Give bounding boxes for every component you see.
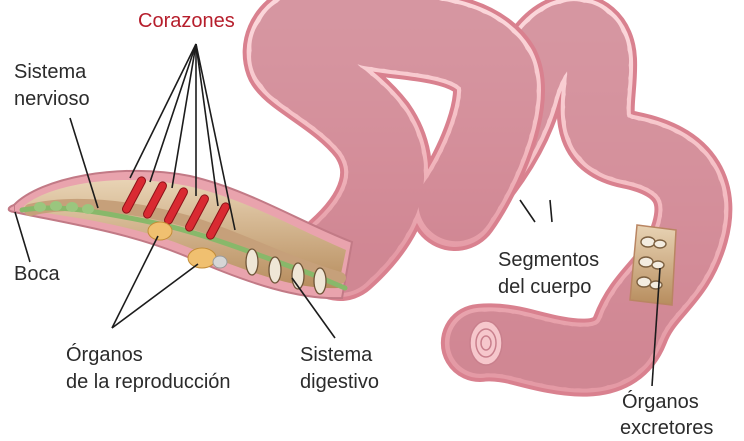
label-hearts: Corazones bbox=[138, 9, 235, 34]
excretory-window bbox=[630, 225, 676, 305]
label-nervous-line2: nervioso bbox=[14, 87, 90, 112]
worm-front-cutaway bbox=[9, 171, 352, 298]
label-nervous-line1: Sistema bbox=[14, 60, 86, 85]
label-segments-line1: Segmentos bbox=[498, 248, 599, 273]
label-excretory-line1: Órganos bbox=[622, 390, 699, 415]
worm-middle bbox=[289, 23, 499, 255]
label-mouth: Boca bbox=[14, 262, 60, 287]
label-digestive-line1: Sistema bbox=[300, 343, 372, 368]
label-digestive-line2: digestivo bbox=[300, 370, 379, 395]
label-excretory-line2: excretores bbox=[620, 416, 713, 441]
label-segments-line2: del cuerpo bbox=[498, 275, 591, 300]
worm-tail-end bbox=[470, 321, 502, 365]
label-reproductive-line2: de la reproducción bbox=[66, 370, 231, 395]
label-reproductive-line1: Órganos bbox=[66, 343, 143, 368]
